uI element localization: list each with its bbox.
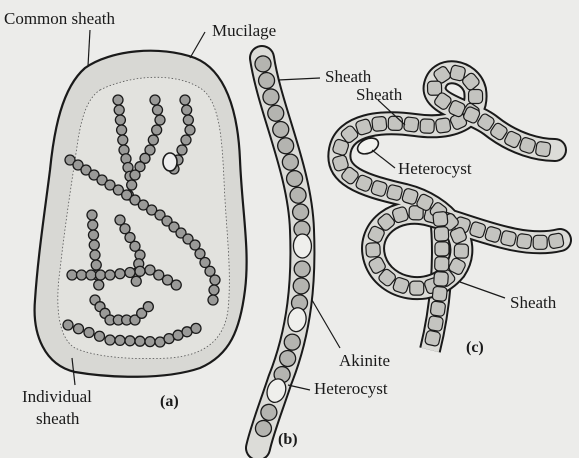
cell [454,244,468,258]
cell [105,270,115,280]
cell [130,170,140,180]
cell [434,227,449,242]
label-heterocyst-b: Heterocyst [314,379,388,398]
cell [208,295,218,305]
label-part-a: (a) [160,393,179,410]
label-heterocyst-c: Heterocyst [398,159,472,178]
cell [135,336,145,346]
cell [63,320,73,330]
cell [424,330,441,347]
cell [131,276,141,286]
cell [87,210,97,220]
cell [516,233,532,249]
cell [183,115,193,125]
label-mucilage: Mucilage [212,21,276,40]
cell [89,230,99,240]
cell [127,180,137,190]
label-common-sheath: Common sheath [4,9,115,28]
cell [118,135,128,145]
cell [135,266,145,276]
cell [74,324,84,334]
cell [90,250,100,260]
cell [152,125,162,135]
cell [191,323,201,333]
cell [182,105,192,115]
cell [94,280,104,290]
cell [386,184,403,201]
cell [500,230,517,247]
cell [95,331,105,341]
cell [88,220,98,230]
cell [96,270,106,280]
label-sheath-c-bottom: Sheath [510,293,557,312]
label-individual-sheath-line1: Individual [22,387,92,406]
cell [403,117,419,133]
cell [113,95,123,105]
cell [185,125,195,135]
label-sheath-b: Sheath [325,67,372,86]
cell [125,336,135,346]
panel-b [253,55,311,448]
cell [468,89,482,103]
cell [548,233,564,249]
cell [433,211,448,226]
label-part-b: (b) [278,431,298,448]
cell [143,302,153,312]
cell [293,277,310,294]
cell [427,315,443,331]
cell [67,270,77,280]
cell [153,105,163,115]
heterocyst-cell [163,153,177,171]
label-part-c: (c) [466,339,484,356]
cell [180,95,190,105]
cell [148,135,158,145]
cell [435,242,449,256]
cell [435,118,451,134]
label-sheath-c-top: Sheath [356,85,403,104]
cell [177,145,187,155]
cell [125,268,135,278]
cell [533,235,547,249]
cell [388,116,402,130]
cell [114,105,124,115]
cell [171,280,181,290]
cell [434,271,449,286]
cell [150,95,160,105]
panel-a [35,51,247,377]
cell [155,115,165,125]
cell [115,115,125,125]
cell [293,234,311,258]
cell [372,116,387,131]
cell [420,119,435,134]
cell [209,285,219,295]
cell [89,240,99,250]
cell [181,135,191,145]
cell [84,328,94,338]
cell [210,275,220,285]
cell [449,65,466,82]
cell [91,260,101,270]
cell [86,270,96,280]
cell [145,337,155,347]
label-akinite: Akinite [339,351,390,370]
cell [117,125,127,135]
cell [430,301,446,317]
cell [410,281,424,295]
cell [77,270,87,280]
cell [432,286,447,301]
cell [115,335,125,345]
label-individual-sheath-line2: sheath [36,409,80,428]
cell [294,261,311,278]
cell [366,243,381,258]
cell [535,141,551,157]
cell [115,269,125,279]
cell [435,257,449,271]
cell [105,335,115,345]
